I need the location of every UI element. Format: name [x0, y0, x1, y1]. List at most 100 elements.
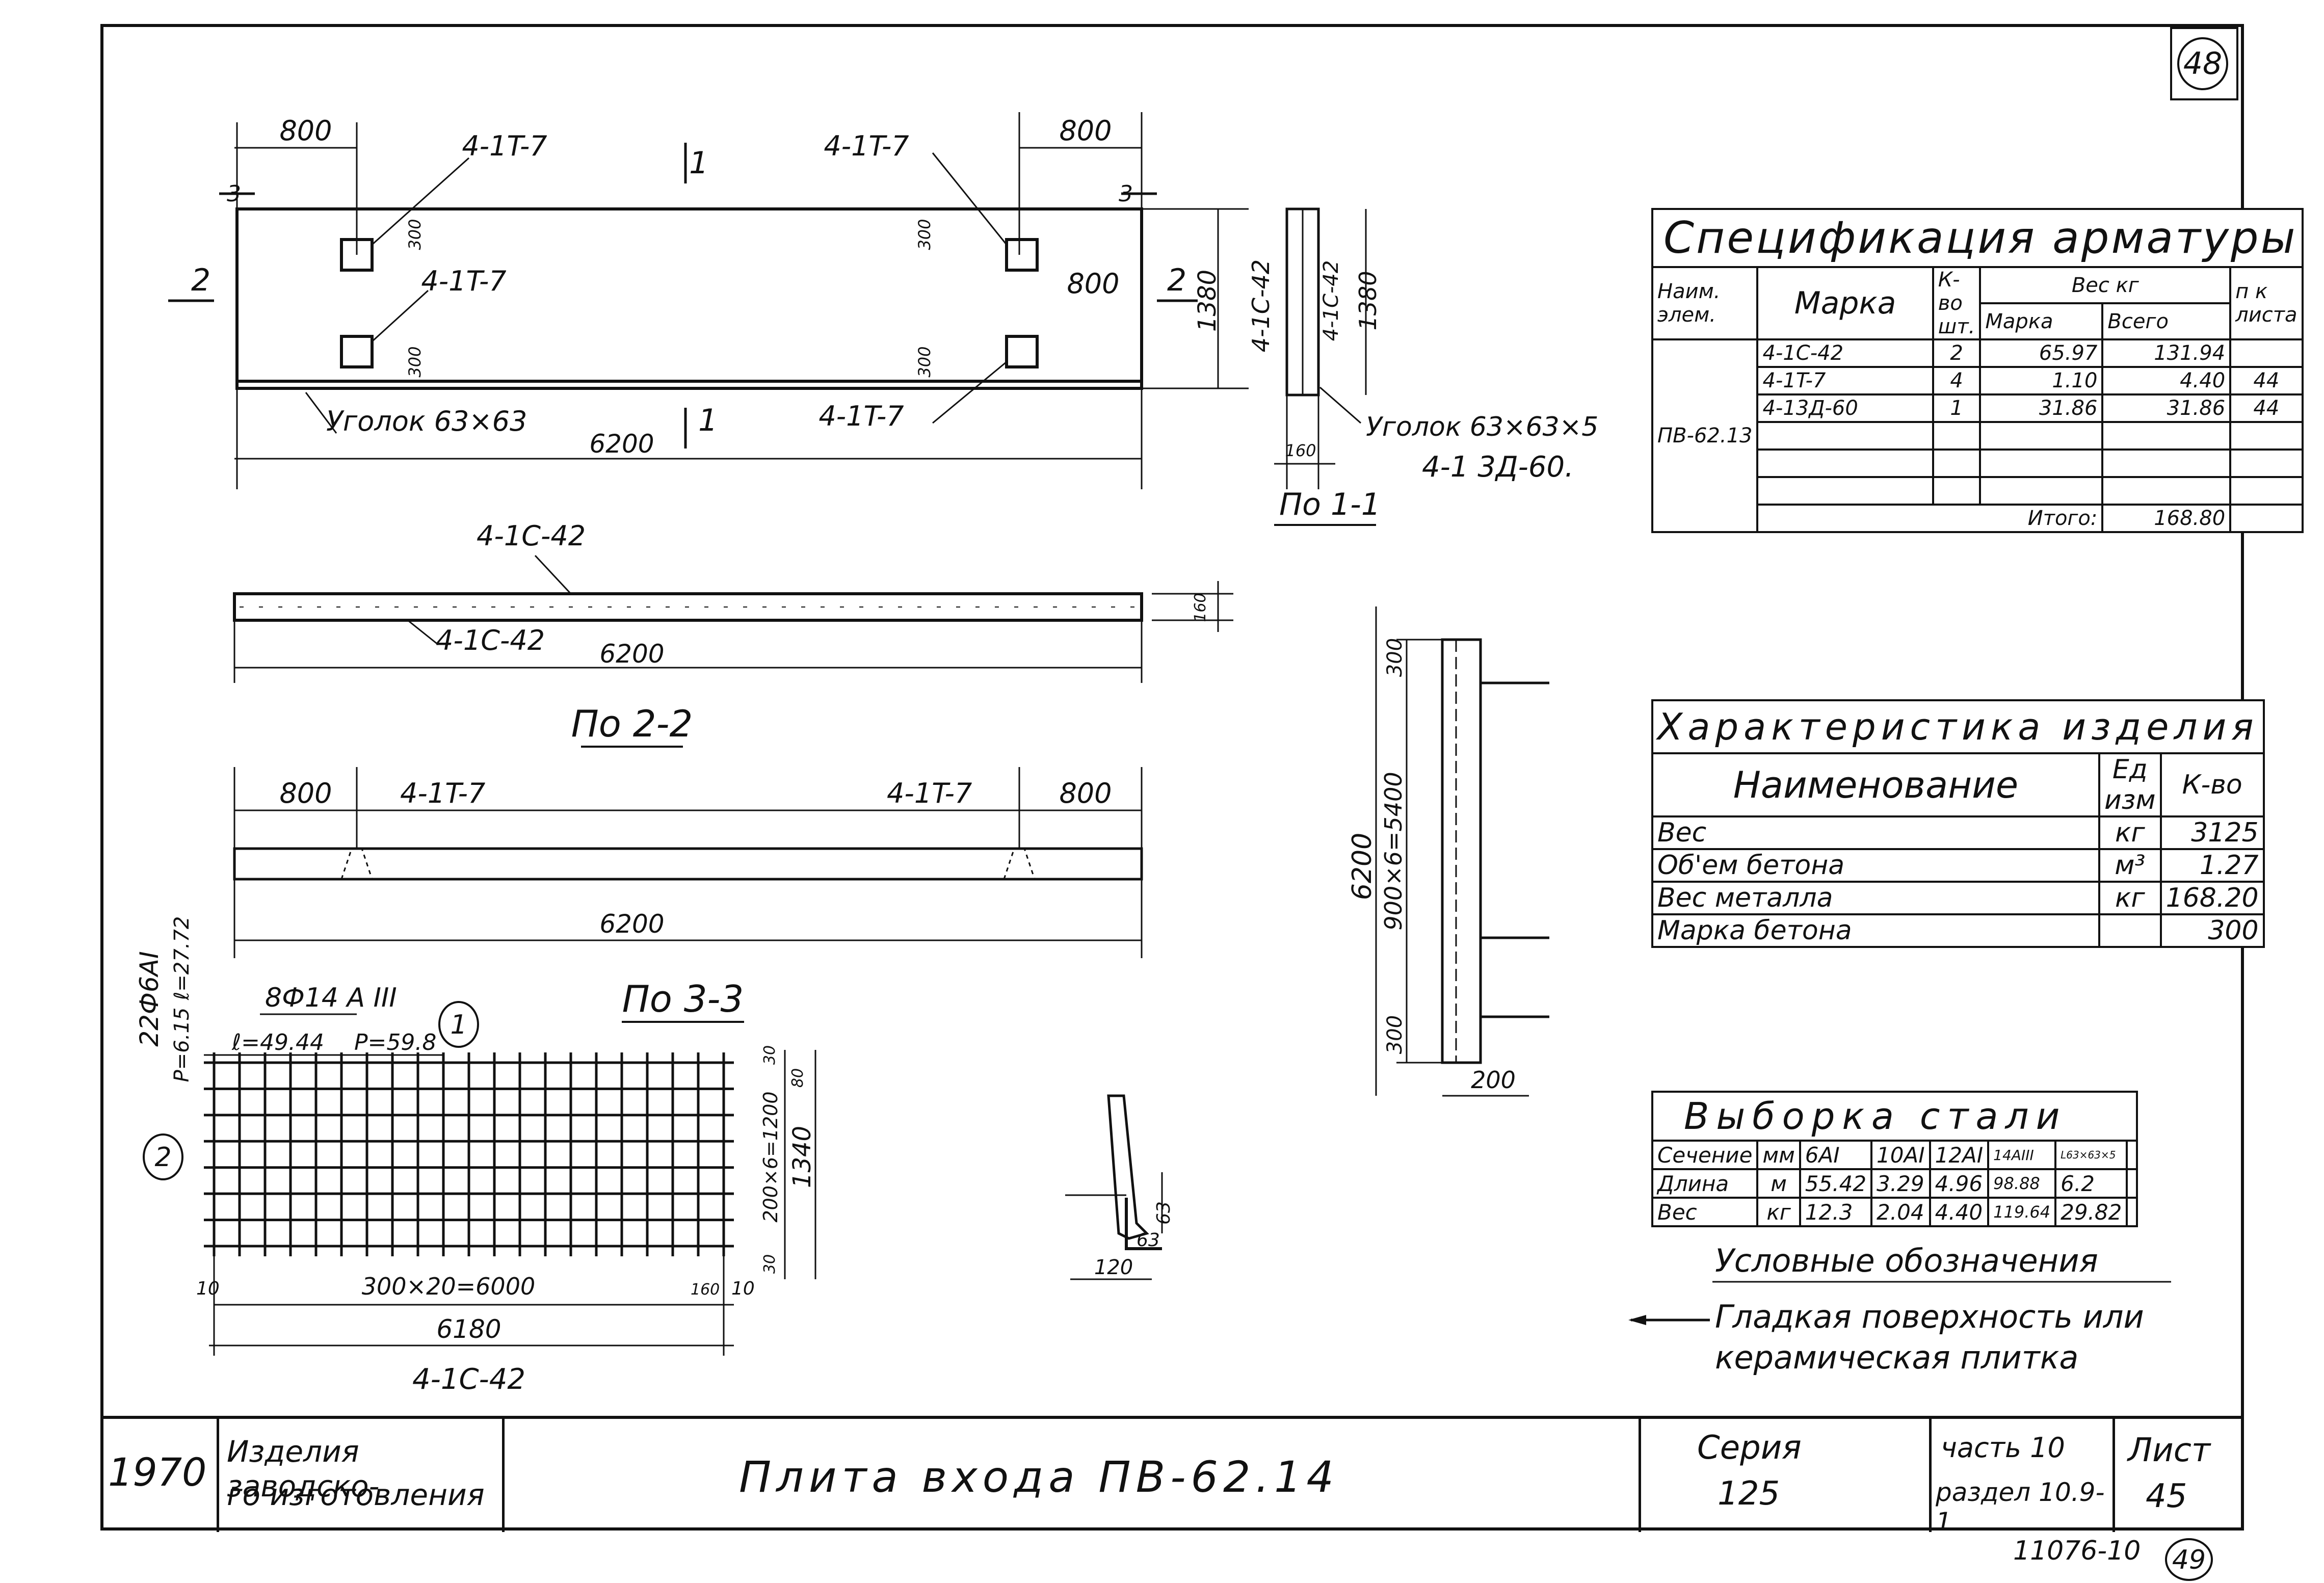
characteristics-table: Характеристика изделия Наименование Ед и…	[1651, 699, 2265, 948]
steel-cell: 4.40	[1929, 1197, 1990, 1227]
steel-title: Выборка стали	[1651, 1091, 2138, 1142]
steel-row-unit: кг	[1756, 1197, 1801, 1227]
title-block-title-cell: Плита входа ПВ-62.14	[505, 1419, 1641, 1532]
characteristics-header-qty: К-во	[2159, 752, 2265, 817]
mesh-edge-top-2: 80	[789, 1068, 807, 1088]
title-block-org-2: го изготовления	[227, 1478, 485, 1512]
title-block-title: Плита входа ПВ-62.14	[739, 1452, 1339, 1502]
characteristics-header-unit: Ед изм	[2098, 752, 2162, 817]
plan-section-3-right: 3	[1119, 181, 1133, 207]
plan-dim-total: 6200	[589, 429, 654, 459]
section-3-3-title: По 3-3	[622, 978, 744, 1020]
corner-mark-bottom: 49	[2172, 1545, 2206, 1575]
section-1-1-angle: Уголок 63×63×5	[1366, 412, 1598, 442]
steel-row-label: Вес	[1651, 1197, 1759, 1227]
plan-part-label-c: 4-1T-7	[421, 265, 506, 297]
side-view-slab	[1441, 638, 1482, 1064]
plan-leader-4	[932, 361, 1007, 424]
characteristics-header-name: Наименование	[1651, 752, 2100, 817]
corner-circle-top	[2177, 37, 2228, 90]
spec-cell-w-total: 31.86	[2101, 393, 2232, 423]
doc-number: 11076-10	[2013, 1536, 2141, 1566]
title-block-part: часть 10	[1941, 1432, 2065, 1464]
steel-row-unit: м	[1756, 1168, 1801, 1199]
steel-cell: 3.29	[1870, 1168, 1931, 1199]
mesh-edge-right: 10	[731, 1278, 755, 1299]
side-view-width: 200	[1471, 1066, 1516, 1094]
spec-total-row: Итого: 168.80	[1652, 504, 2304, 533]
characteristics-cell-name: Вес	[1651, 815, 2100, 850]
section-3-3: По 3-3 300×20=6000 6180 10 10 160 200×6=…	[135, 916, 816, 1396]
section-1-1-height: 1380	[1354, 271, 1382, 330]
mesh-edge-left: 10	[196, 1278, 220, 1299]
table-row: 4-13Д-60 1 31.86 31.86 44	[1652, 393, 2304, 423]
characteristics-cell-qty: 1.27	[2159, 848, 2265, 883]
section-1-1-mesh-label-2: 4-1С-42	[1319, 260, 1343, 341]
steel-cell: 29.82	[2054, 1197, 2128, 1227]
section-1-1-width: 160	[1285, 441, 1316, 460]
mesh-total-h: 6180	[436, 1314, 501, 1344]
plan-spacing-c: 300	[405, 346, 425, 377]
spec-cell-qty: 2	[1932, 338, 1982, 368]
plan-slab-outline	[235, 207, 1143, 390]
angle-detail-dim-a: 63	[1137, 1230, 1160, 1251]
angle-detail-dim-c: 120	[1094, 1256, 1133, 1279]
plan-embedded-part-2	[340, 335, 374, 368]
title-block-series-cell: Серия 125	[1641, 1419, 1932, 1532]
table-row: ПВ-62.13 4-1С-42 2 65.97 131.94	[1651, 338, 2304, 533]
spec-header-weight: Вес кг	[1979, 266, 2232, 304]
section-2-2-leader-top	[534, 555, 572, 595]
steel-header-cell: 14AIII	[1987, 1140, 2057, 1170]
section-2-2-side-slab	[233, 847, 1143, 881]
plan-section-2-right: 2	[1167, 262, 1186, 298]
plan-section-1-top: 1	[689, 145, 708, 181]
characteristics-cell-name: Марка бетона	[1651, 913, 2100, 948]
legend-line-1: Гладкая поверхность или	[1715, 1298, 2144, 1335]
plan-part-label-b: 4-1T-7	[824, 130, 909, 162]
plan-dim-left: 800	[279, 115, 332, 147]
steel-cell: 4.96	[1929, 1168, 1990, 1199]
plan-dim-right: 800	[1059, 115, 1112, 147]
steel-header-cell: Сечение	[1651, 1140, 1759, 1170]
spec-cell-w-mark: 65.97	[1979, 338, 2104, 368]
section-2-2-length-2: 6200	[599, 909, 664, 939]
plan-spacing-b: 300	[915, 219, 934, 250]
title-block-series-label: Серия	[1697, 1429, 1802, 1467]
section-2-2-title: По 2-2	[571, 702, 693, 745]
section-2-2-thickness: 160	[1192, 593, 1209, 622]
mesh-spacing-h: 300×20=6000	[362, 1273, 536, 1300]
steel-header-cell: L63×63×5	[2054, 1140, 2128, 1170]
spec-cell-sheet	[2229, 338, 2304, 368]
section-2-2-dim-right: 800	[1059, 777, 1112, 809]
plan-angle-label: Уголок 63×63	[326, 405, 527, 437]
plan-embedded-part-4	[1005, 335, 1039, 368]
section-2-2-leader-bottom	[407, 619, 439, 646]
corner-circle-bottom	[2165, 1538, 2213, 1581]
table-row: Вес металла кг 168.20	[1651, 881, 2265, 915]
characteristics-cell-unit: м³	[2098, 848, 2162, 883]
mesh-name: 4-1С-42	[412, 1363, 525, 1396]
spec-cell-w-total: 131.94	[2101, 338, 2232, 368]
plan-spacing-d: 300	[915, 346, 934, 377]
mesh-marker-2: 2	[154, 1142, 171, 1173]
characteristics-cell-unit: кг	[2098, 815, 2162, 850]
characteristics-cell-name: Об'ем бетона	[1651, 848, 2100, 883]
steel-cell: 55.42	[1799, 1168, 1873, 1199]
spec-cell-qty: 1	[1932, 393, 1982, 423]
section-2-2: 4-1С-42 4-1С-42 6200 160 По 2-2 800 800 …	[233, 520, 1233, 958]
mesh-edge-bottom: 30	[761, 1254, 779, 1274]
spec-total-value: 168.80	[2101, 504, 2232, 533]
title-block-section: раздел 10.9-1	[1936, 1478, 2105, 1537]
plan-leader-1	[371, 157, 470, 246]
spec-header-elem: Наим. элем.	[1651, 266, 1759, 340]
section-1-1-title: По 1-1	[1279, 487, 1381, 522]
steel-cell: 12.3	[1799, 1197, 1873, 1227]
section-2-2-mesh-bottom: 4-1С-42	[436, 624, 545, 656]
title-block-org-cell: Изделия заводско- го изготовления	[219, 1419, 505, 1532]
table-row: Вес кг 12.3 2.04 4.40 119.64 29.82	[1651, 1197, 2138, 1227]
side-view: 6200 900×6=5400 300 300 200	[1347, 606, 1549, 1097]
steel-table: Выборка стали Сечение мм 6AI 10AI 12AI 1…	[1651, 1091, 2138, 1227]
side-view-height: 6200	[1347, 833, 1378, 900]
mesh-spacing-v: 200×6=1200	[759, 1091, 782, 1222]
